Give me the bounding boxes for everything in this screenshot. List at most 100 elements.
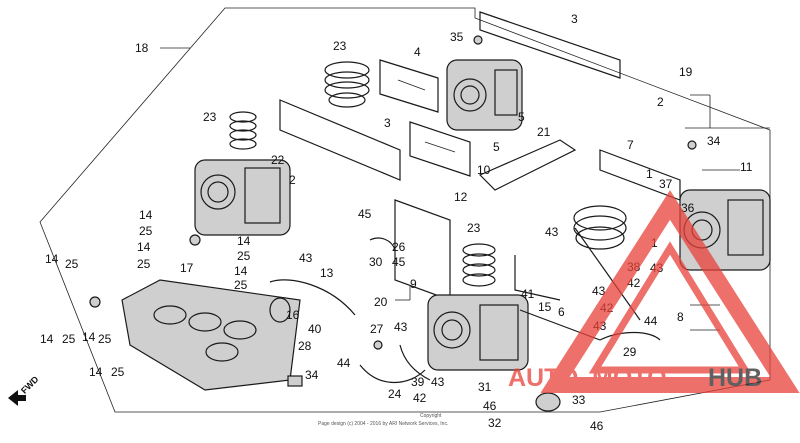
part-label: 10 (477, 163, 491, 177)
part-label: 14 (139, 208, 153, 222)
plug-drain (89, 296, 101, 308)
part-label: 43 (299, 251, 313, 265)
part-label: 11 (740, 160, 753, 174)
part-label: 42 (413, 391, 427, 405)
hose-29 (599, 331, 661, 341)
part-label: 45 (392, 255, 406, 269)
part-label: 14 (137, 240, 151, 254)
part-label: 25 (62, 332, 76, 346)
throttle-body-33 (535, 392, 561, 412)
plate-7 (599, 149, 681, 201)
part-label: 43 (394, 320, 408, 334)
part-label: 25 (111, 365, 125, 379)
watermark-text-hub: HUB (708, 364, 762, 392)
part-label: 46 (483, 399, 497, 413)
plate-12 (409, 121, 471, 177)
part-label: 14 (237, 234, 251, 248)
connector-34 (287, 375, 303, 387)
part-label: 34 (305, 368, 319, 382)
fwd-arrow-icon (8, 390, 26, 406)
part-label: 5 (518, 110, 525, 124)
part-label: 17 (180, 261, 194, 275)
part-label: 15 (538, 300, 552, 314)
part-label: 22 (271, 153, 285, 167)
part-label: 25 (237, 249, 251, 263)
screw-34 (687, 140, 697, 150)
part-label: 21 (537, 125, 551, 139)
part-label: 32 (488, 416, 502, 430)
part-label: 43 (592, 284, 606, 298)
part-label: 14 (45, 252, 59, 266)
part-label: 25 (137, 257, 151, 271)
fwd-label: FWD (19, 374, 41, 396)
part-label: 12 (454, 190, 468, 204)
part-label: 16 (286, 308, 300, 322)
part-label: 5 (493, 140, 500, 154)
part-label: 37 (659, 177, 673, 191)
carburetor-upper-rear (446, 59, 523, 131)
part-label: 26 (392, 240, 406, 254)
hose-26 (369, 237, 396, 251)
part-label: 23 (467, 221, 481, 235)
rod-41 (514, 255, 561, 301)
part-label: 25 (65, 257, 79, 271)
part-label: 25 (139, 224, 153, 238)
part-label: 44 (337, 356, 351, 370)
bolt-27 (373, 340, 383, 350)
insulator-boot-23d (573, 205, 627, 250)
part-label: 40 (308, 322, 322, 336)
part-label: 19 (679, 65, 693, 79)
part-label: 35 (450, 30, 464, 44)
hose-39 (399, 344, 431, 381)
part-label: 46 (590, 419, 604, 433)
part-label: 23 (203, 110, 217, 124)
part-label: 14 (82, 330, 96, 344)
part-label: 8 (677, 310, 684, 324)
insulator-boot-23a (324, 61, 370, 108)
part-label: 7 (627, 138, 634, 152)
part-label: 44 (644, 314, 658, 328)
part-label: 31 (478, 380, 492, 394)
part-label: 39 (411, 375, 425, 389)
part-label: 2 (657, 95, 664, 109)
part-label: 13 (320, 266, 334, 280)
part-label: 43 (431, 375, 445, 389)
part-label: 27 (370, 322, 384, 336)
insulator-boot-23c (462, 243, 496, 287)
copyright-line2: Page design (c) 2004 - 2016 by ARI Netwo… (318, 421, 448, 427)
part-label: 36 (681, 201, 695, 215)
part-label: 1 (646, 167, 653, 181)
clamp-16 (269, 297, 291, 323)
link-plate-10 (478, 139, 577, 191)
hose-40 (269, 279, 356, 316)
part-label: 24 (388, 387, 402, 401)
part-label: 33 (572, 393, 586, 407)
part-label: 25 (234, 278, 248, 292)
screw-35 (473, 35, 483, 45)
part-label: 3 (571, 12, 578, 26)
watermark-logo: AUTO MOTO HUB (508, 190, 800, 393)
part-label: 34 (707, 134, 721, 148)
stay-plate-3a (279, 99, 401, 181)
part-label: 14 (89, 365, 103, 379)
part-label: 28 (298, 339, 312, 353)
part-label: 45 (358, 207, 372, 221)
plate-4 (379, 59, 439, 113)
part-label: 25 (98, 332, 112, 346)
insulator-boot-23b (229, 111, 257, 150)
stay-plate-3b (479, 11, 621, 79)
part-label: 18 (135, 41, 149, 55)
carburetor-left (194, 159, 291, 236)
part-label: 3 (384, 116, 391, 130)
bottom-case-28 (121, 279, 301, 391)
part-label: 2 (289, 173, 296, 187)
part-label: 29 (623, 345, 637, 359)
part-label: 43 (545, 225, 559, 239)
watermark-text-auto: AUTO (508, 364, 578, 392)
part-label: 23 (333, 39, 347, 53)
shaft-1 (574, 227, 641, 321)
part-label: 41 (521, 287, 535, 301)
part-label: 20 (374, 295, 388, 309)
copyright-line1: Copyright (420, 413, 442, 419)
part-label: 14 (234, 264, 248, 278)
